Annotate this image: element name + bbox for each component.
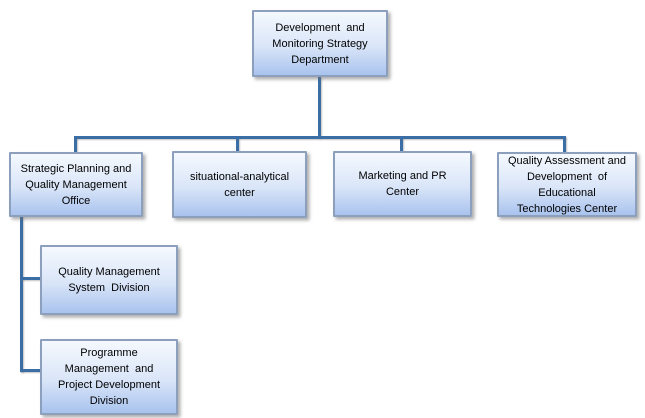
connector-drop-situational bbox=[236, 138, 239, 152]
org-box-development-monitoring-strategy-department: Development and Monitoring Strategy Depa… bbox=[252, 10, 388, 77]
org-box-situational-analytical-center: situational-analytical center bbox=[172, 151, 307, 218]
connector-drop-marketing bbox=[400, 138, 403, 152]
connector-stub-programme bbox=[20, 369, 42, 372]
org-box-quality-management-system-division: Quality Management System Division bbox=[40, 245, 178, 315]
org-box-strategic-planning-quality-management-office: Strategic Planning and Quality Managemen… bbox=[9, 152, 143, 217]
connector-stub-qms bbox=[20, 277, 42, 280]
connector-strategic-subtree-vertical bbox=[20, 216, 23, 372]
connector-drop-quality-assessment bbox=[563, 138, 566, 152]
connector-root-vertical bbox=[318, 77, 321, 138]
connector-main-horizontal bbox=[74, 136, 566, 139]
org-box-quality-assessment-educational-technologies-center: Quality Assessment and Development of Ed… bbox=[497, 152, 637, 217]
connector-drop-strategic bbox=[74, 138, 77, 152]
org-box-programme-management-project-development-division: Programme Management and Project Develop… bbox=[40, 339, 178, 415]
org-box-marketing-and-pr-center: Marketing and PR Center bbox=[333, 151, 472, 217]
